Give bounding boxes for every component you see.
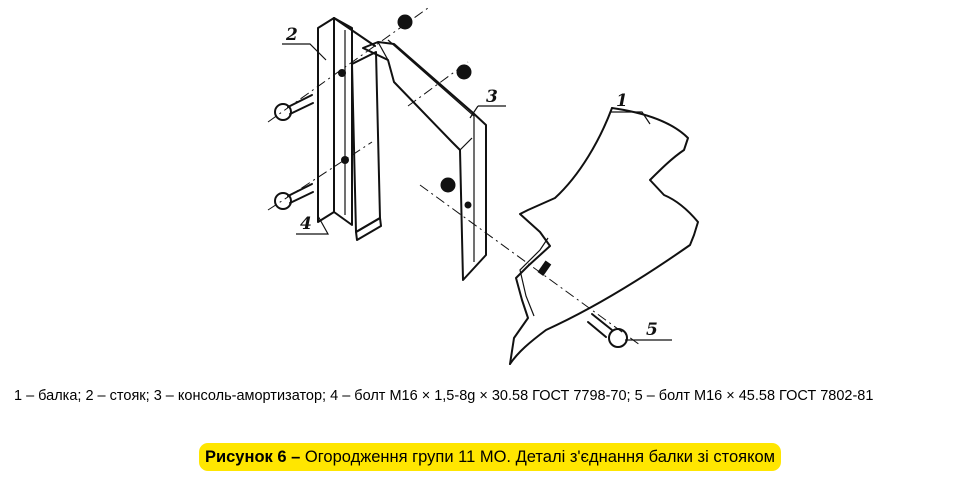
bolt-head-icon xyxy=(274,103,292,121)
bolt-head-icon xyxy=(274,192,292,210)
callouts: 2 3 1 4 5 xyxy=(282,25,672,341)
caption-title: Огородження групи 11 МО. Деталі з'єднанн… xyxy=(304,448,775,466)
caption-prefix: Рисунок 6 – xyxy=(204,448,301,466)
hole-icon xyxy=(464,201,472,209)
bolt-head-icon xyxy=(608,328,628,348)
figure-legend: 1 – балка; 2 – стояк; 3 – консоль-аморти… xyxy=(14,388,874,404)
hole-icon xyxy=(338,69,346,77)
callout-label-1: 1 xyxy=(616,91,628,111)
nut-icon xyxy=(397,14,413,30)
nut-icons xyxy=(338,14,552,277)
callout-label-2: 2 xyxy=(285,25,298,45)
console-part-3 xyxy=(362,39,487,281)
bolt-part-5 xyxy=(587,313,628,348)
callout-label-5: 5 xyxy=(646,320,658,340)
bolt-part-4 xyxy=(274,94,314,210)
assembly-drawing: 2 3 1 4 5 xyxy=(267,7,699,365)
nut-icon xyxy=(456,64,472,80)
figure-caption-row: Рисунок 6 – Огородження групи 11 МО. Дет… xyxy=(0,443,980,471)
callout-label-4: 4 xyxy=(300,214,312,234)
beam-part-1 xyxy=(509,107,699,365)
washer-icon xyxy=(537,260,552,277)
hole-icon xyxy=(341,156,349,164)
nut-icon xyxy=(440,177,456,193)
figure-caption: Рисунок 6 – Огородження групи 11 МО. Дет… xyxy=(198,443,781,471)
post-part-2 xyxy=(317,17,382,241)
callout-label-3: 3 xyxy=(486,87,498,107)
